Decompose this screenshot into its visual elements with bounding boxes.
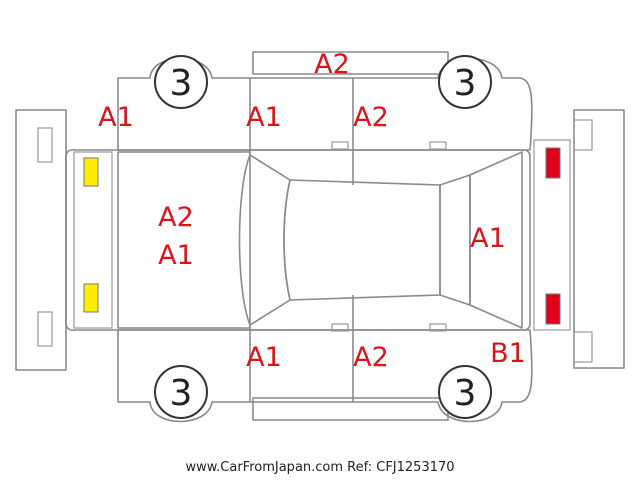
headlight-housing	[73, 151, 113, 329]
body-top-view	[65, 149, 531, 331]
tire-rear-left: 3	[438, 55, 492, 109]
tire-front-right: 3	[154, 365, 208, 419]
damage-codes: A2 A1 A1 A2 A2 A1 A1 A1 A2 B1	[98, 49, 526, 373]
rear-window	[439, 174, 471, 306]
tire-front-right-score: 3	[170, 373, 193, 414]
tire-rear-right: 3	[438, 365, 492, 419]
code-trunk-lid: A1	[470, 223, 506, 254]
lamps	[83, 147, 561, 325]
code-front-left-fender: A1	[98, 102, 134, 133]
roof-panel	[283, 179, 441, 301]
code-rear-right-door: A2	[353, 342, 389, 373]
tire-rear-right-score: 3	[454, 373, 477, 414]
code-front-left-door: A1	[246, 102, 282, 133]
left-front-door-handle	[331, 141, 349, 150]
front-lamp-bottom	[83, 283, 99, 313]
rear-bumper-detail-bottom	[573, 331, 593, 363]
right-rear-door-handle	[429, 323, 447, 332]
front-windshield	[238, 154, 291, 326]
rear-lamp-top	[545, 147, 561, 179]
car-body-outline	[15, 51, 625, 423]
front-lamp-top	[83, 157, 99, 187]
right-front-door-handle	[331, 323, 349, 332]
rear-lamp-bottom	[545, 293, 561, 325]
rear-bumper	[573, 109, 625, 369]
code-front-right-door: A1	[246, 342, 282, 373]
tire-front-left: 3	[154, 55, 208, 109]
front-bumper-detail-bottom	[37, 311, 53, 347]
front-bumper	[15, 109, 67, 371]
front-bumper-detail-top	[37, 127, 53, 163]
tires: 3 3 3 3	[154, 55, 492, 419]
code-hood-line2: A1	[158, 240, 194, 271]
right-side-panel	[117, 329, 533, 423]
code-roof-edge-top: A2	[314, 49, 350, 80]
trunk-panel	[469, 151, 523, 329]
code-hood-line1: A2	[158, 202, 194, 233]
code-rear-left-door: A2	[353, 102, 389, 133]
rear-bumper-detail-top	[573, 119, 593, 151]
hood-panel	[117, 151, 251, 329]
watermark: www.CarFromJapan.com Ref: CFJ1253170	[185, 460, 454, 475]
left-rear-door-handle	[429, 141, 447, 150]
roof-rail-left	[252, 51, 449, 75]
tire-rear-left-score: 3	[454, 63, 477, 104]
taillight-housing	[533, 139, 571, 331]
tire-front-left-score: 3	[170, 63, 193, 104]
code-rear-right-fender: B1	[490, 338, 526, 369]
